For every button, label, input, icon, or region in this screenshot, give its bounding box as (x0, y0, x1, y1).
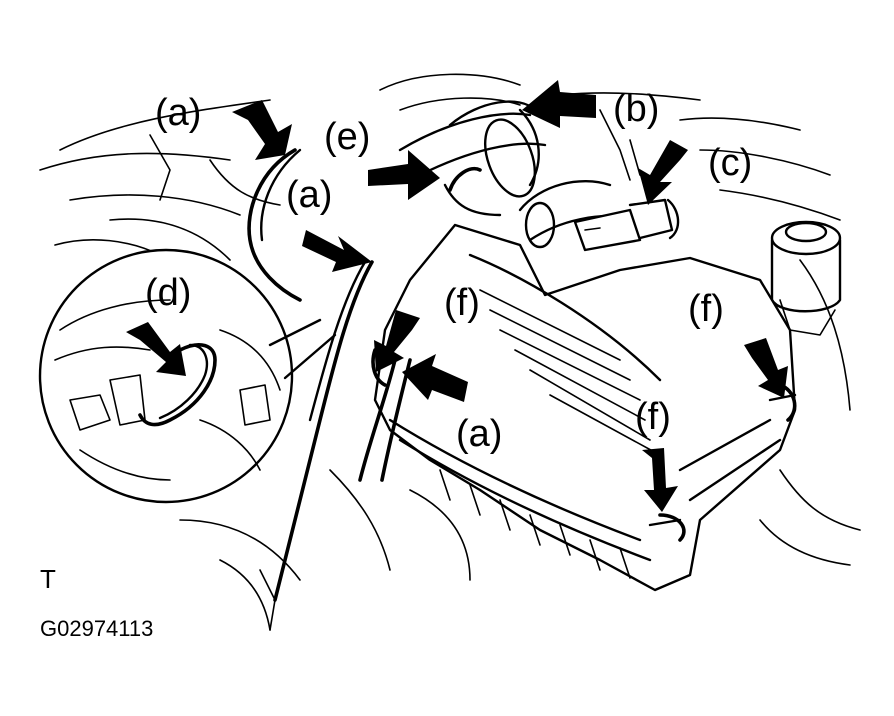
hoses-and-wires (247, 108, 540, 631)
callout-f-left: (f) (444, 282, 480, 324)
orientation-mark: T (40, 564, 56, 594)
callout-f-lower: (f) (635, 396, 671, 438)
callout-c: (c) (708, 142, 753, 184)
callout-d: (d) (145, 272, 192, 314)
air-flow-meter-connector (573, 198, 680, 252)
arrow-a-lower (402, 354, 468, 402)
callout-f-right: (f) (688, 288, 724, 330)
callout-e: (e) (324, 116, 371, 158)
arrow-f-lower (642, 448, 678, 512)
arrow-a-middle (302, 230, 372, 272)
callout-a-middle: (a) (286, 174, 333, 216)
callout-a-lower: (a) (456, 413, 503, 455)
figure-code: G02974113 (40, 616, 154, 641)
callout-a-top-left: (a) (155, 92, 202, 134)
arrow-d (126, 322, 186, 376)
pointer-arrows (126, 80, 788, 512)
arrow-f-right (744, 338, 788, 398)
arrow-c (638, 140, 688, 205)
air-cleaner-housing (373, 223, 797, 592)
arrow-f-left (374, 310, 420, 372)
arrow-a-top (232, 100, 292, 160)
arrow-e (368, 150, 440, 200)
housing-clamps (371, 348, 797, 542)
detail-view-d (38, 248, 337, 504)
callout-b: (b) (613, 88, 660, 130)
arrow-b (522, 80, 596, 128)
